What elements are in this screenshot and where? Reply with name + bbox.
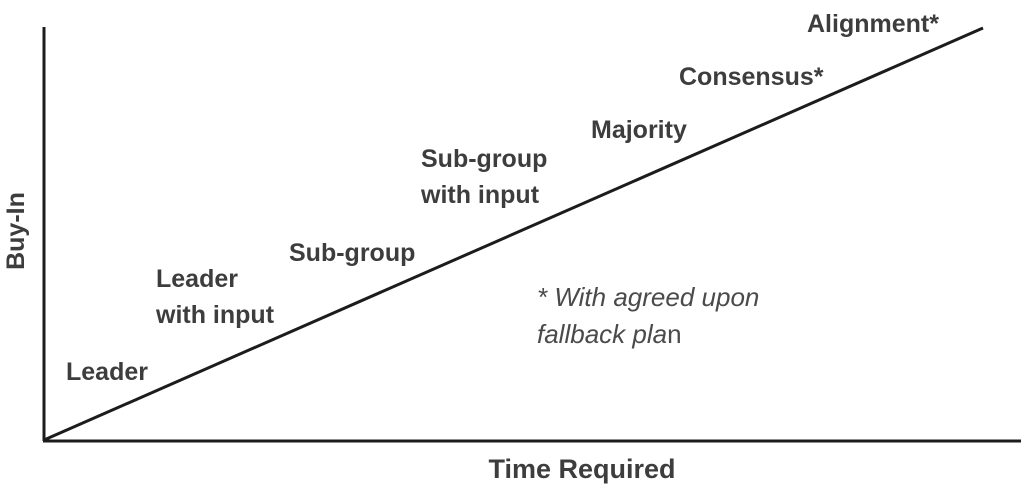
point-label-sub-group: Sub-group (289, 239, 416, 267)
annotation-note-line1: * With agreed upon (537, 282, 760, 312)
x-axis-label: Time Required (488, 454, 676, 484)
trend-line (43, 26, 984, 442)
point-label-alignment: Alignment* (807, 10, 939, 38)
point-label-majority: Majority (591, 116, 687, 144)
point-label-consensus: Consensus* (679, 63, 824, 91)
y-axis-label: Buy-In (2, 192, 30, 270)
point-label-sub-group-with-input: Sub-group with input (421, 145, 548, 209)
point-label-leader-with-input: Leader with input (156, 265, 275, 329)
annotation-note-line2-end: n (667, 318, 682, 349)
annotation-note: * With agreed upon fallback plan (537, 279, 759, 353)
point-label-leader: Leader (66, 358, 148, 386)
annotation-note-line2-italic: fallback pla (537, 318, 668, 349)
